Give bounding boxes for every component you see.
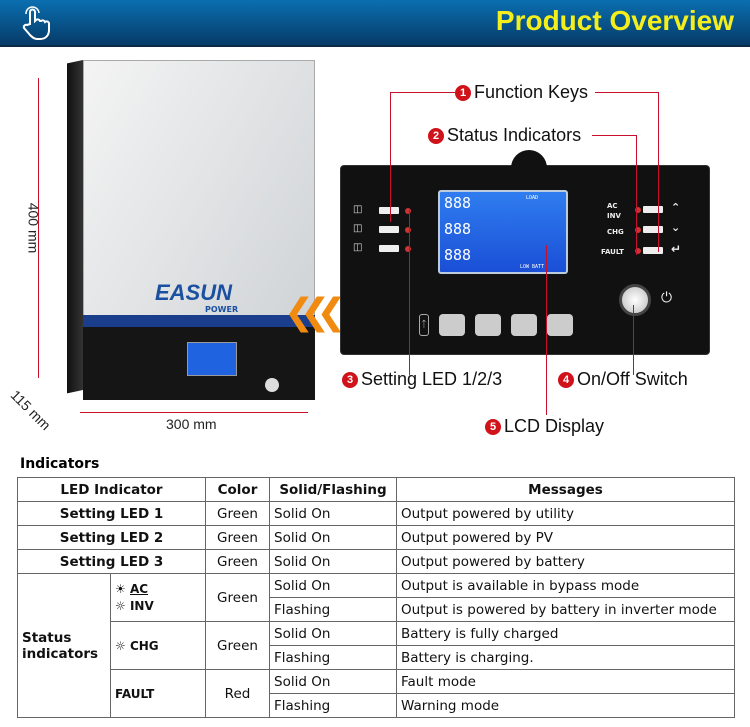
hand-pointer-icon [22, 6, 50, 40]
ac-inv-cell: ☀ AC☼ INV [110, 573, 206, 622]
inv-label: INV [607, 212, 621, 220]
page-title: Product Overview [495, 5, 734, 36]
width-dimension-line [80, 412, 308, 413]
function-icon-row: ᛏ [419, 314, 573, 336]
fault-cell: FAULT [110, 669, 206, 718]
chevron-up-icon: ⌃ [671, 201, 681, 214]
enter-icon: ↵ [671, 242, 682, 256]
lcd-display: 888 888 888 LOAD LOW BATT [438, 190, 568, 274]
power-icon: ⏻ [661, 290, 673, 306]
sun-icon: ☀ [115, 581, 126, 596]
setting-key-2[interactable] [379, 226, 399, 233]
chg-label: CHG [607, 228, 624, 236]
power-button[interactable] [619, 284, 651, 316]
lcd-digits: 888 [444, 220, 472, 238]
ac-label: AC [607, 202, 618, 210]
header-color: Color [205, 477, 270, 502]
height-label: 400 mm [25, 202, 42, 254]
brand-sub-logo: POWER [205, 305, 239, 314]
setting-key-3[interactable] [379, 245, 399, 252]
fault-label: FAULT [601, 248, 624, 256]
table-header-row: LED Indicator Color Solid/Flashing Messa… [17, 477, 735, 502]
lcd-digits: 888 [444, 194, 472, 212]
header-led: LED Indicator [17, 477, 206, 502]
enter-key[interactable] [643, 247, 663, 254]
indicators-table: LED Indicator Color Solid/Flashing Messa… [17, 477, 735, 718]
lcd-digits: 888 [444, 246, 472, 264]
table-row: Status indicators ☀ AC☼ INV Green Solid … [17, 573, 735, 718]
lcd-low-batt: LOW BATT [520, 264, 545, 270]
pv-icon [547, 314, 573, 336]
header-mode: Solid/Flashing [269, 477, 397, 502]
header-banner: Product Overview [0, 0, 750, 47]
depth-label: 115 mm [7, 386, 54, 434]
indicators-title: Indicators [20, 456, 100, 472]
width-label: 300 mm [166, 416, 217, 432]
battery-settings-icon [511, 314, 537, 336]
setting-key-1[interactable] [379, 207, 399, 214]
lcd-load: LOAD [526, 195, 539, 201]
sun-flashing-icon: ☼ [115, 598, 126, 613]
inverter-icon [475, 314, 501, 336]
brand-logo: EASUN [155, 280, 233, 305]
header-messages: Messages [396, 477, 735, 502]
chevron-down-icon: ⌄ [671, 221, 681, 234]
bluetooth-icon: ᛏ [419, 314, 429, 336]
down-key[interactable] [643, 226, 663, 233]
height-dimension-line [38, 78, 39, 378]
up-key[interactable] [643, 206, 663, 213]
chg-cell: ☼ CHG [110, 621, 206, 670]
control-panel: 888 888 888 LOAD LOW BATT ◫ ◫ ◫ AC INV C… [340, 150, 710, 355]
setting-led-1 [405, 208, 411, 214]
setting-led-3 [405, 246, 411, 252]
arrow-icon: ❮❮❮ [284, 292, 346, 333]
status-indicators-label: Status indicators [17, 573, 111, 718]
setting-led-2 [405, 227, 411, 233]
inverter-image: EASUN POWER [55, 60, 317, 400]
sun-outline-icon: ☼ [115, 638, 126, 653]
utility-icon [439, 314, 465, 336]
